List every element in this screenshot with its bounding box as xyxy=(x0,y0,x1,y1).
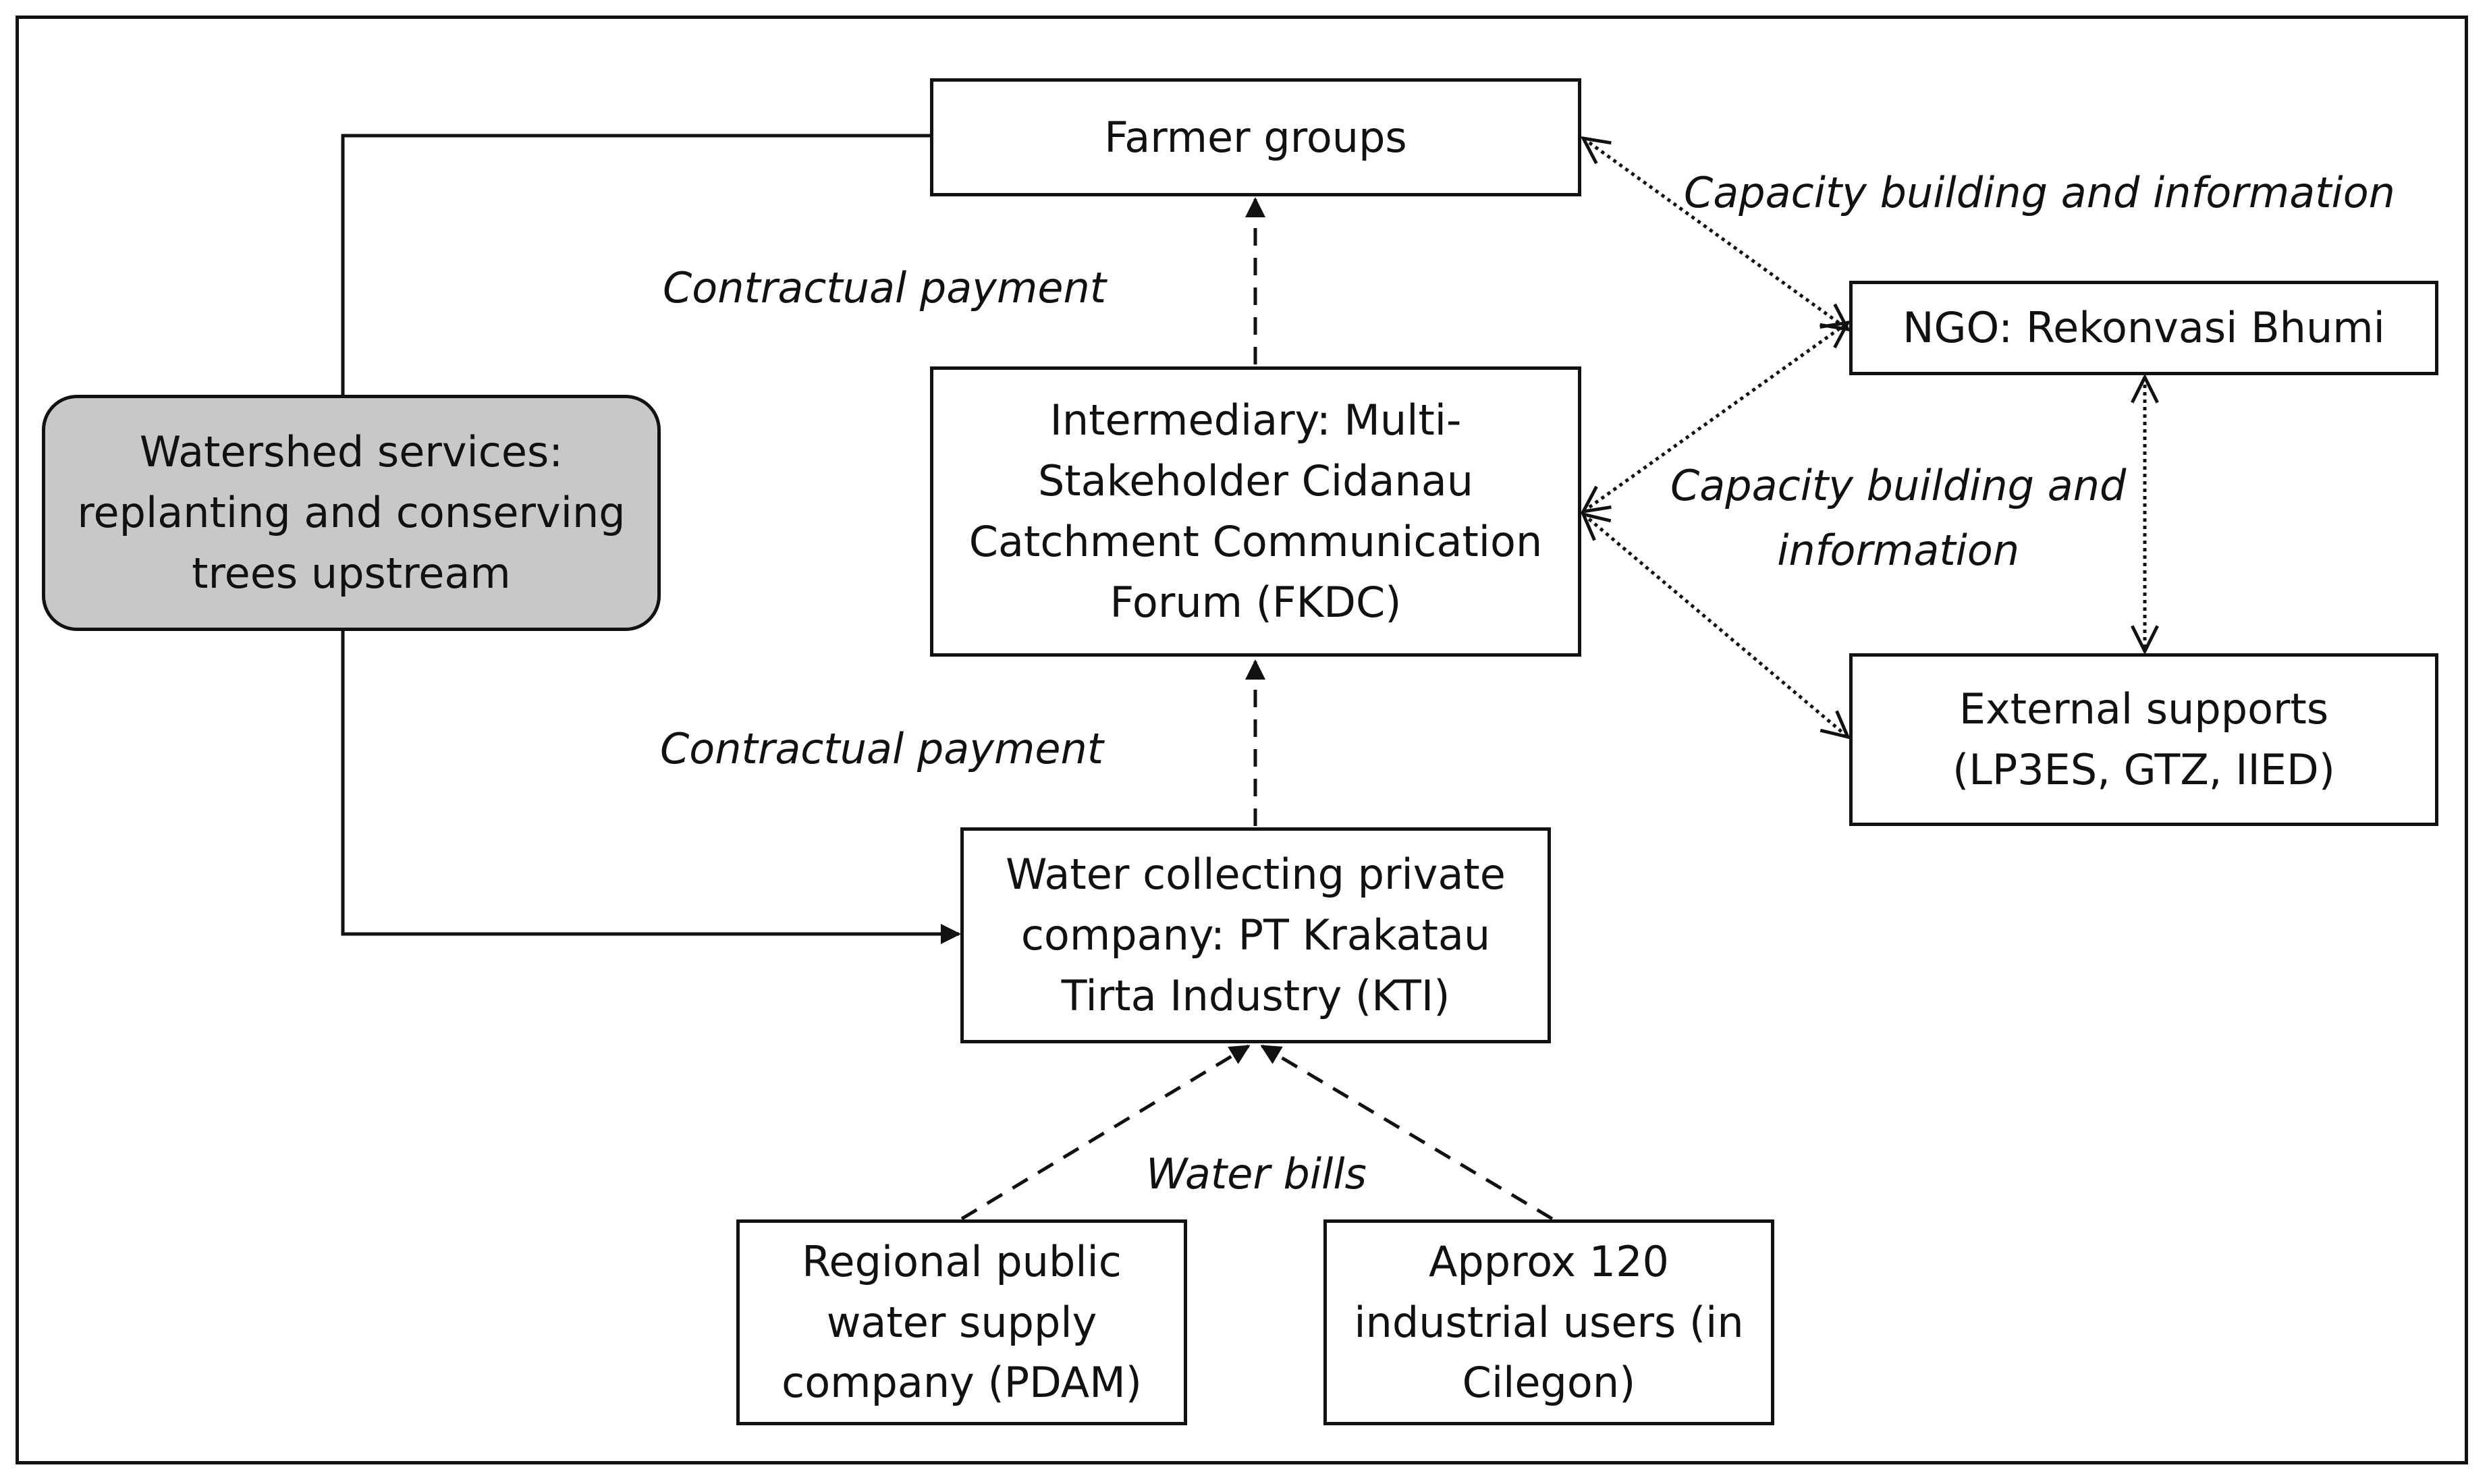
capacity-link-intermediary-ngo xyxy=(1583,323,1848,512)
payment-label-top: Contractual payment xyxy=(663,263,1107,312)
pdam-node: Regional public water supply company (PD… xyxy=(736,1219,1187,1425)
capacity-link-intermediary-external xyxy=(1583,514,1848,737)
intermediary-fkdc-node: Intermediary: Multi- Stakeholder Cidanau… xyxy=(930,366,1581,657)
capacity-label-top: Capacity building and information xyxy=(1684,168,2395,217)
water-bill-arrow-pdam xyxy=(960,1044,1251,1221)
capacity-label-middle: Capacity building and information xyxy=(1670,461,2127,576)
ngo-rekonvasi-bhumi-node: NGO: Rekonvasi Bhumi xyxy=(1849,281,2438,375)
watershed-services-node: Watershed services: replanting and conse… xyxy=(42,395,661,631)
industrial-users-node: Approx 120 industrial users (in Cilegon) xyxy=(1323,1219,1774,1425)
watershed-to-company-arrow xyxy=(341,631,961,944)
payment-label-bottom: Contractual payment xyxy=(660,724,1104,773)
external-supports-node: External supports (LP3ES, GTZ, IIED) xyxy=(1849,653,2438,826)
water-bills-label: Water bills xyxy=(1146,1149,1367,1199)
watershed-to-farmers-line xyxy=(341,134,930,395)
water-bill-arrow-industrial xyxy=(1260,1044,1554,1221)
private-company-kti-node: Water collecting private company: PT Kra… xyxy=(960,827,1551,1043)
capacity-link-farmers-ngo xyxy=(1583,138,1848,329)
farmer-groups-node: Farmer groups xyxy=(930,78,1581,196)
diagram-frame xyxy=(16,16,2468,1464)
